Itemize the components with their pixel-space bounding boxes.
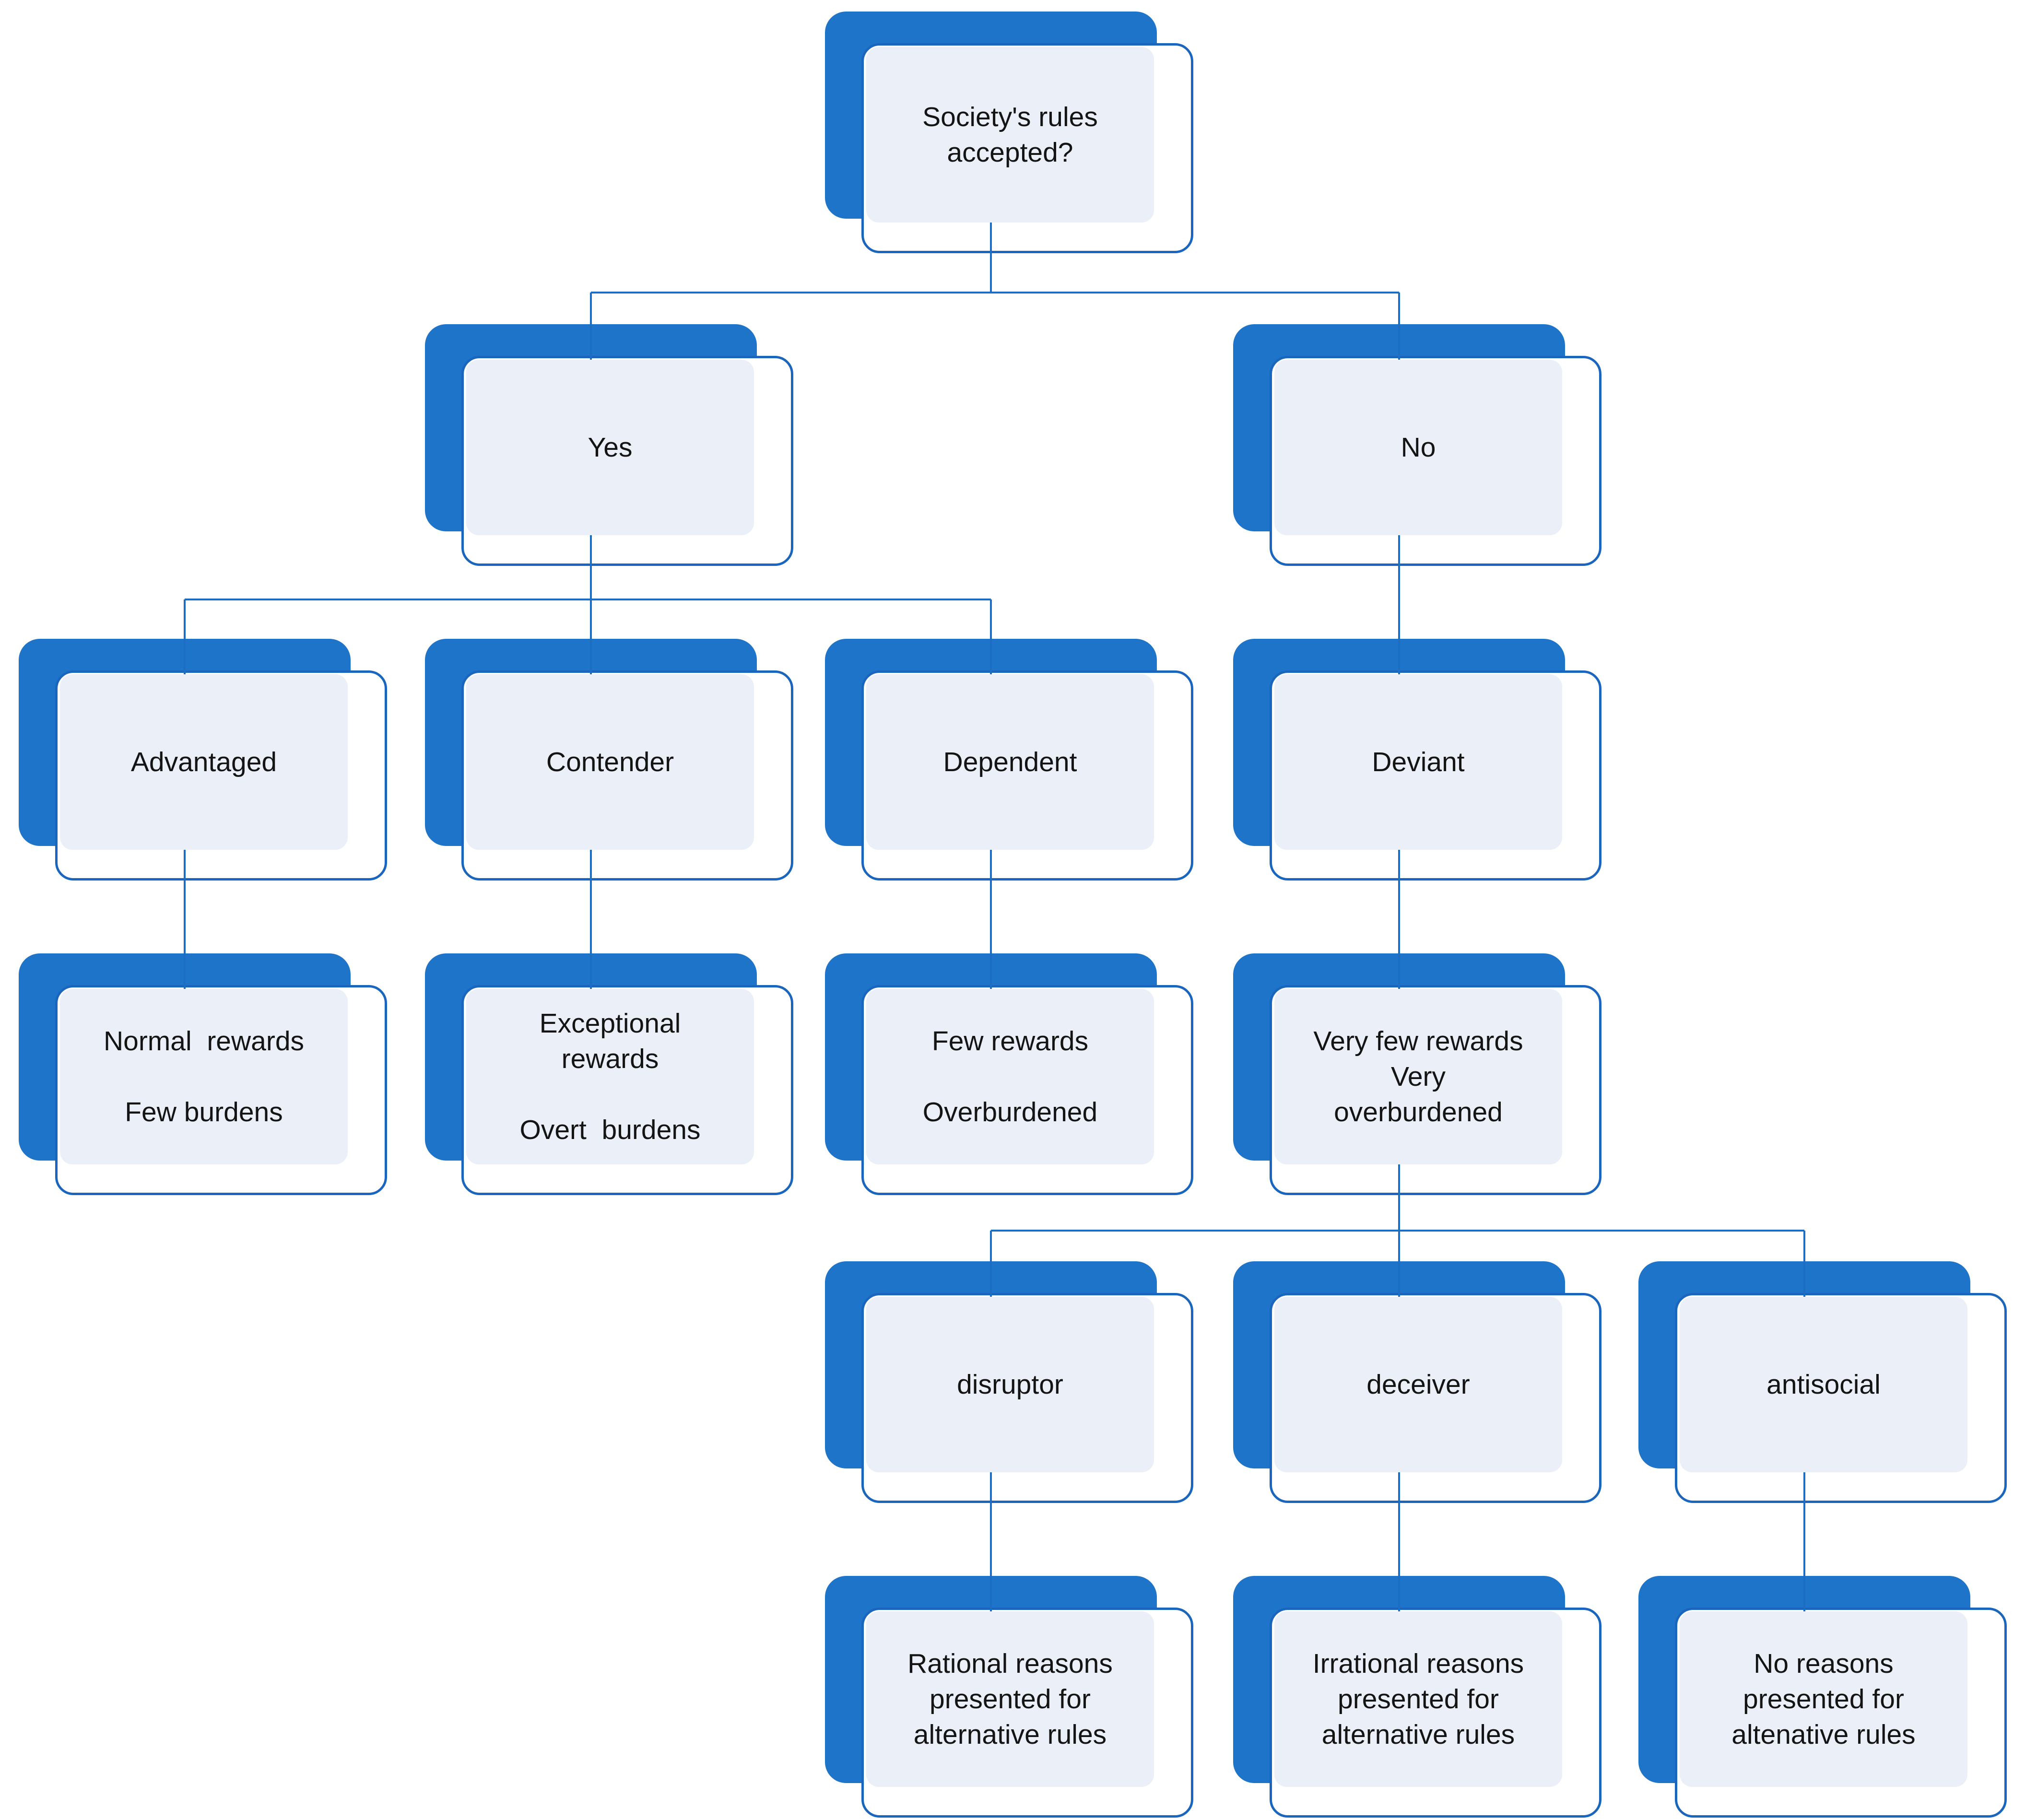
node-panel: Deviant xyxy=(1274,674,1562,850)
node-contender: Contender xyxy=(425,639,796,883)
node-panel: Contender xyxy=(466,674,754,850)
node-panel: No reasons presented for altenative rule… xyxy=(1680,1611,1967,1787)
node-label: antisocial xyxy=(1766,1369,1881,1400)
node-dependent: Dependent xyxy=(825,639,1196,883)
node-label: deceiver xyxy=(1366,1369,1470,1400)
node-antisocial-description: No reasons presented for altenative rule… xyxy=(1638,1576,2009,1820)
node-panel: Dependent xyxy=(866,674,1154,850)
node-deviant: Deviant xyxy=(1233,639,1604,883)
node-antisocial: antisocial xyxy=(1638,1261,2009,1505)
node-root-question: Society's rules accepted? xyxy=(825,12,1196,256)
node-panel: Exceptional rewards Overt burdens xyxy=(466,989,754,1164)
node-panel: Few rewards Overburdened xyxy=(866,989,1154,1164)
node-panel: Very few rewards Very overburdened xyxy=(1274,989,1562,1164)
node-deviant-description: Very few rewards Very overburdened xyxy=(1233,953,1604,1198)
node-no: No xyxy=(1233,324,1604,568)
node-label: No reasons presented for altenative rule… xyxy=(1731,1648,1916,1750)
node-label: disruptor xyxy=(957,1369,1063,1400)
node-label: Few rewards Overburdened xyxy=(922,1025,1098,1128)
node-deceiver-description: Irrational reasons presented for alterna… xyxy=(1233,1576,1604,1820)
node-contender-description: Exceptional rewards Overt burdens xyxy=(425,953,796,1198)
node-panel: Advantaged xyxy=(60,674,348,850)
node-disruptor: disruptor xyxy=(825,1261,1196,1505)
node-label: Yes xyxy=(588,432,633,463)
node-label: Advantaged xyxy=(130,746,277,777)
node-label: Rational reasons presented for alternati… xyxy=(907,1648,1113,1750)
node-panel: No xyxy=(1274,360,1562,535)
node-panel: Normal rewards Few burdens xyxy=(60,989,348,1164)
node-deceiver: deceiver xyxy=(1233,1261,1604,1505)
node-disruptor-description: Rational reasons presented for alternati… xyxy=(825,1576,1196,1820)
node-label: Contender xyxy=(546,746,674,777)
node-label: Deviant xyxy=(1372,746,1465,777)
node-label: Society's rules accepted? xyxy=(922,101,1098,168)
node-label: Exceptional rewards Overt burdens xyxy=(519,1008,701,1146)
node-panel: antisocial xyxy=(1680,1297,1967,1472)
node-dependent-description: Few rewards Overburdened xyxy=(825,953,1196,1198)
node-advantaged-description: Normal rewards Few burdens xyxy=(19,953,389,1198)
node-panel: disruptor xyxy=(866,1297,1154,1472)
node-yes: Yes xyxy=(425,324,796,568)
node-advantaged: Advantaged xyxy=(19,639,389,883)
node-panel: Yes xyxy=(466,360,754,535)
node-label: Irrational reasons presented for alterna… xyxy=(1312,1648,1524,1750)
node-label: Very few rewards Very overburdened xyxy=(1313,1025,1523,1128)
node-panel: Irrational reasons presented for alterna… xyxy=(1274,1611,1562,1787)
node-label: Dependent xyxy=(943,746,1077,777)
node-panel: Rational reasons presented for alternati… xyxy=(866,1611,1154,1787)
node-label: Normal rewards Few burdens xyxy=(103,1025,305,1128)
node-panel: deceiver xyxy=(1274,1297,1562,1472)
node-label: No xyxy=(1401,432,1436,463)
node-panel: Society's rules accepted? xyxy=(866,47,1154,223)
